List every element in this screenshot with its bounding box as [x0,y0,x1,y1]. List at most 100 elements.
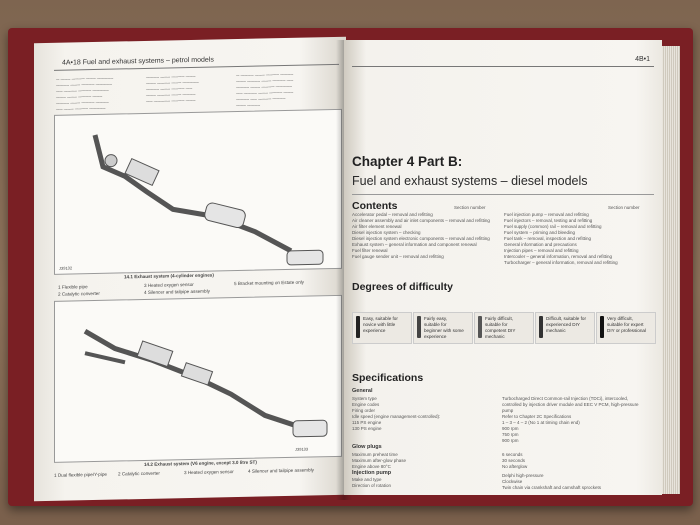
difficulty-box: Fairly easy, suitable for beginner with … [413,312,473,344]
difficulty-label: Difficult, suitable for experienced DIY … [546,316,587,333]
difficulty-box: Very difficult, suitable for expert DIY … [596,312,656,344]
difficulty-label: Fairly difficult, suitable for competent… [485,316,516,339]
spec-row-label: 130 PS engine [352,426,382,431]
legend-top-4: 4 Silencer and tailpipe assembly [144,288,210,295]
legend-top-3: 3 Heated oxygen sensor [144,281,194,288]
spec-row-value: controlled by injection driver module an… [502,402,639,407]
pump-row-label: Direction of rotation [352,483,392,488]
glow-row-value: 6 seconds [502,452,523,457]
spec-general-heading: General [352,388,373,394]
figure-id-bottom: J39133 [295,446,309,452]
left-page-header: 4A•18 Fuel and exhaust systems – petrol … [62,56,214,67]
figure-id-top: J39132 [59,265,73,271]
contents-item: Fuel gauge sender unit – removal and ref… [352,254,444,259]
spec-row-label: Engine codes [352,402,380,407]
spec-glow-heading: Glow plugs [352,444,382,450]
spec-row-value: 900 rpm [502,426,519,431]
difficulty-spanner-icon [417,316,421,338]
difficulty-box: Difficult, suitable for experienced DIY … [535,312,595,344]
contents-item: Air filter element renewal [352,224,402,229]
pump-row-label: Make and type [352,477,382,482]
contents-list-right: Fuel injection pump – removal and refitt… [504,212,618,266]
spec-row-value: pump [502,408,514,413]
spec-pump-heading: Injection pump [352,470,392,476]
contents-item: Exhaust system – general information and… [352,242,477,247]
caption-top: 14.1 Exhaust system (4-cylinder engines) [124,272,214,280]
spec-row-value: 1 – 3 – 4 – 2 (No 1 at timing chain end) [502,420,580,425]
difficulty-heading: Degrees of difficulty [352,281,453,293]
contents-item: Fuel filter renewal [352,248,388,253]
glow-row-value: No afterglow [502,464,528,469]
legend-bottom-3: 3 Heated oxygen sensor [184,469,234,476]
contents-item: Fuel tank – removal, inspection and refi… [504,236,592,241]
contents-item: Fuel injectors – removal, testing and re… [504,218,593,223]
difficulty-spanner-icon [478,316,482,338]
figure-exhaust-4cyl: J39132 [54,108,342,275]
specifications-heading: Specifications [352,372,424,384]
spec-row-label: 115 PS engine [352,420,382,425]
spec-row-value: Refer to Chapter 2C Specifications [502,414,572,419]
difficulty-label: Fairly easy, suitable for beginner with … [424,316,464,339]
glow-row-label: Maximum after-glow phase [352,458,407,463]
contents-list-left: Accelerator pedal – removal and refittin… [352,212,490,260]
body-text-col-3: ─ ──── ─── ──── ─────── ──── ─── ──── ──… [236,71,294,109]
glow-row-label: Engine above 80°C [352,464,391,469]
contents-item: Injection pipes – removal and refitting [504,248,579,253]
section-number-label-2: Section number [608,205,640,210]
difficulty-box: Fairly difficult, suitable for competent… [474,312,534,344]
spec-row-label: Firing order [352,408,376,413]
difficulty-label: Very difficult, suitable for expert DIY … [607,316,646,333]
section-number-label-1: Section number [454,205,486,210]
difficulty-spanner-icon [539,316,543,338]
contents-item: Turbocharger – general information, remo… [504,260,618,265]
contents-item: Diesel injection system – checking [352,230,421,235]
contents-heading: Contents [352,200,398,212]
spec-values: Turbocharged Direct Common-rail Injectio… [502,396,639,444]
spec-row-value: 750 rpm [502,432,519,437]
contents-item: Air cleaner assembly and air inlet compo… [352,218,490,223]
contents-item: Intercooler – general information, remov… [504,254,613,259]
difficulty-spanner-icon [356,316,360,338]
legend-top-5: 5 Bracket mounting on Estate only [234,279,304,287]
legend-top-1: 1 Flexible pipe [58,284,88,290]
legend-bottom-4: 4 Silencer and tailpipe assembly [248,467,314,474]
spec-row-value: 900 rpm [502,438,519,443]
spec-row-label: System type [352,396,377,401]
legend-top-2: 2 Catalytic converter [58,290,100,297]
legend-bottom-2: 2 Catalytic converter [118,470,160,477]
figure-exhaust-v6: J39133 [54,294,342,463]
contents-item: General information and precautions [504,242,577,247]
spec-row-label: Idle speed (engine management-controlled… [352,414,441,419]
page-block-edge [662,46,680,494]
pump-row-value: Delphi high-pressure [502,473,544,478]
contents-item: Fuel injection pump – removal and refitt… [504,212,589,217]
body-text-col-1: ─ ─── ──── ─── ───────── ─── ──── ──────… [56,75,114,112]
exhaust-v6-drawing [83,329,328,438]
contents-item: Fuel supply (common) rail – removal and … [504,224,602,229]
glow-row-label: Maximum preheat time [352,452,398,457]
chapter-subtitle: Fuel and exhaust systems – diesel models [352,174,588,188]
legend-bottom-1: 1 Dual flexible pipe/Y-pipe [54,471,107,478]
difficulty-label: Easy, suitable for novice with little ex… [363,316,398,333]
spec-row-value: Turbocharged Direct Common-rail Injectio… [502,396,629,401]
header-rule-right [352,66,654,67]
glow-row-value: 30 seconds [502,458,526,463]
exhaust-4cyl-drawing [92,134,324,266]
contents-item: Diesel injection system electronic compo… [352,236,490,241]
body-text-col-2: ──── ─── ──── ────── ──── ─── ───────── … [146,73,199,104]
contents-item: Accelerator pedal – removal and refittin… [352,212,433,217]
caption-bottom: 14.2 Exhaust system (V6 engine, except 3… [144,459,257,467]
difficulty-box: Easy, suitable for novice with little ex… [352,312,412,344]
pump-row-value: Clockwise [502,479,523,484]
chapter-title: Chapter 4 Part B: [352,154,463,169]
right-page: 4B•1 Chapter 4 Part B: Fuel and exhaust … [344,40,662,495]
pump-row-value: Twin chain via crankshaft and camshaft s… [502,485,602,490]
title-rule [352,194,654,195]
left-page: 4A•18 Fuel and exhaust systems – petrol … [34,36,346,502]
right-page-header: 4B•1 [635,56,650,63]
